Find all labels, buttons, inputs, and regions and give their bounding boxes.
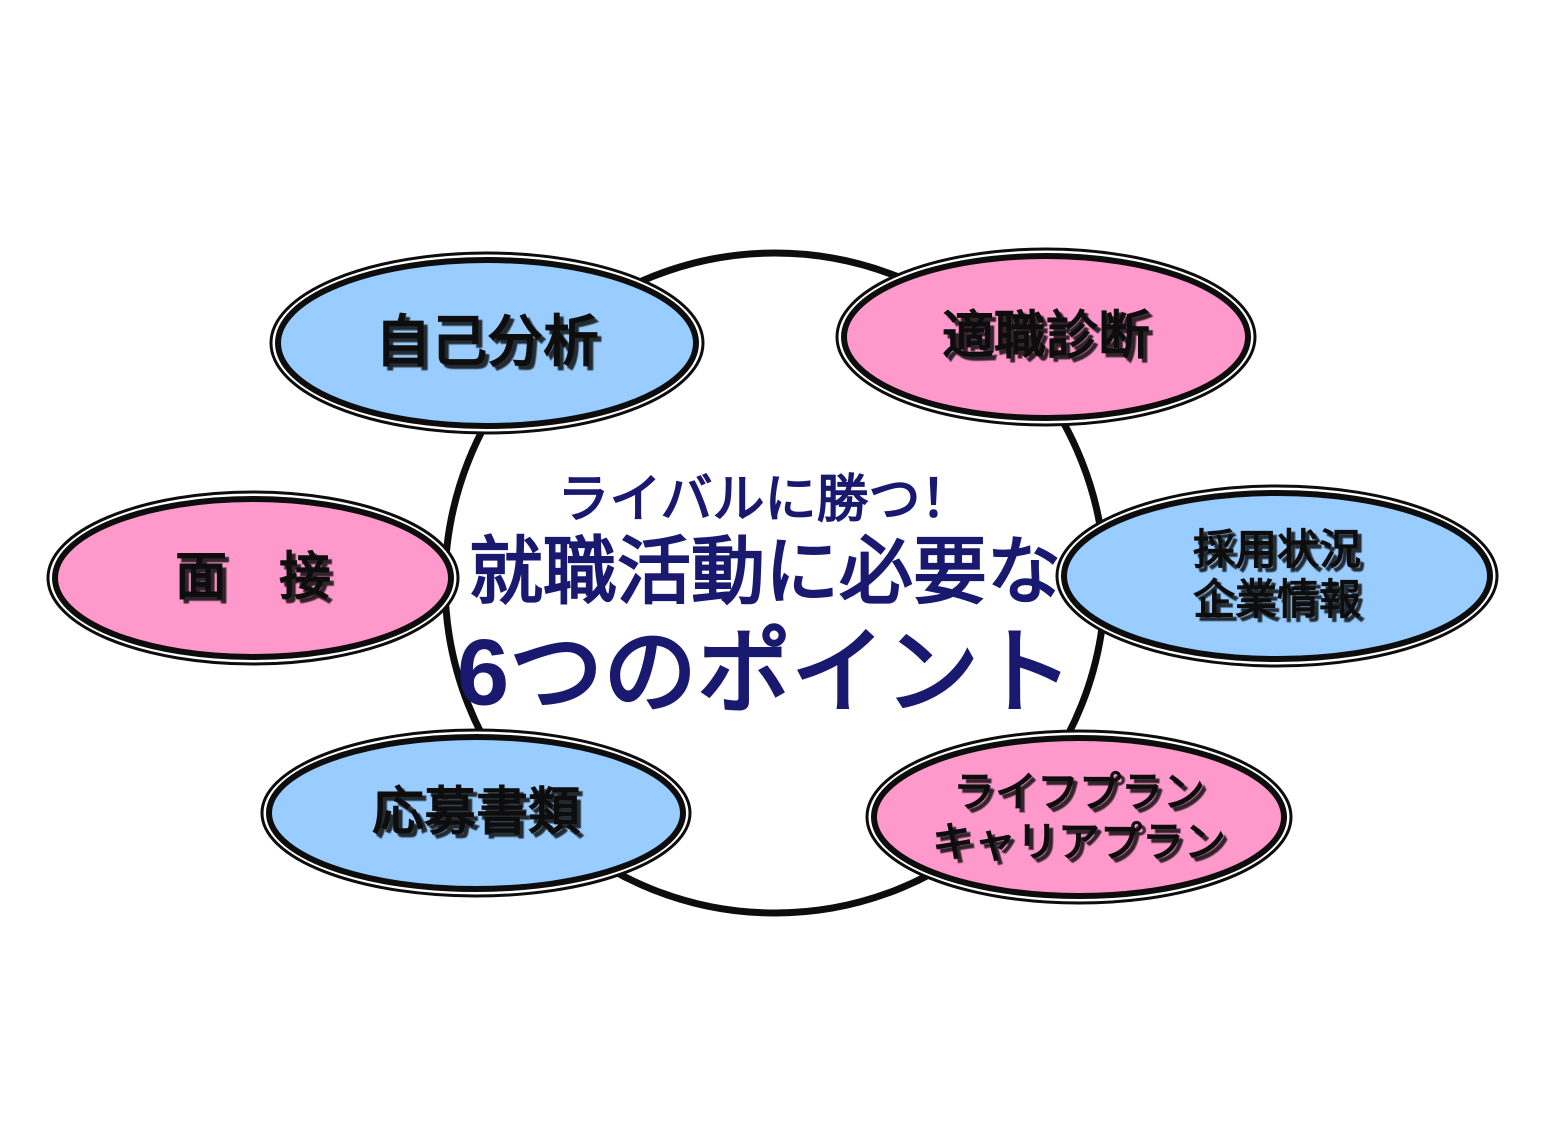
node-ellipse-application-documents[interactable]	[266, 734, 686, 892]
node-label-self-analysis: 自己分析	[375, 312, 599, 374]
node-self-analysis[interactable]: 自己分析	[269, 251, 705, 435]
center-line-3: 6つのポイント	[457, 620, 1073, 725]
node-label-life-career-plan: キャリアプラン	[932, 818, 1226, 865]
node-label-life-career-plan: ライフプラン	[953, 769, 1205, 816]
node-ellipse-self-analysis[interactable]	[275, 257, 699, 429]
node-ellipse-hiring-company-info[interactable]	[1061, 490, 1493, 662]
node-label-interview: 面 接	[175, 549, 331, 607]
center-line-1: ライバルに勝つ！	[558, 471, 973, 529]
node-interview[interactable]: 面 接	[46, 490, 460, 666]
node-ellipse-aptitude-diagnosis[interactable]	[841, 253, 1251, 421]
node-ellipse-interview[interactable]	[52, 496, 454, 660]
node-label-aptitude-diagnosis: 適職診断	[942, 308, 1150, 366]
node-aptitude-diagnosis[interactable]: 適職診断	[835, 247, 1257, 427]
node-label-hiring-company-info: 企業情報	[1193, 576, 1361, 624]
center-line-2: 就職活動に必要な	[469, 532, 1061, 614]
node-label-hiring-company-info: 採用状況	[1193, 527, 1361, 574]
node-label-application-documents: 応募書類	[372, 784, 581, 842]
node-application-documents[interactable]: 応募書類	[260, 728, 692, 898]
node-ellipse-life-career-plan[interactable]	[871, 735, 1287, 899]
